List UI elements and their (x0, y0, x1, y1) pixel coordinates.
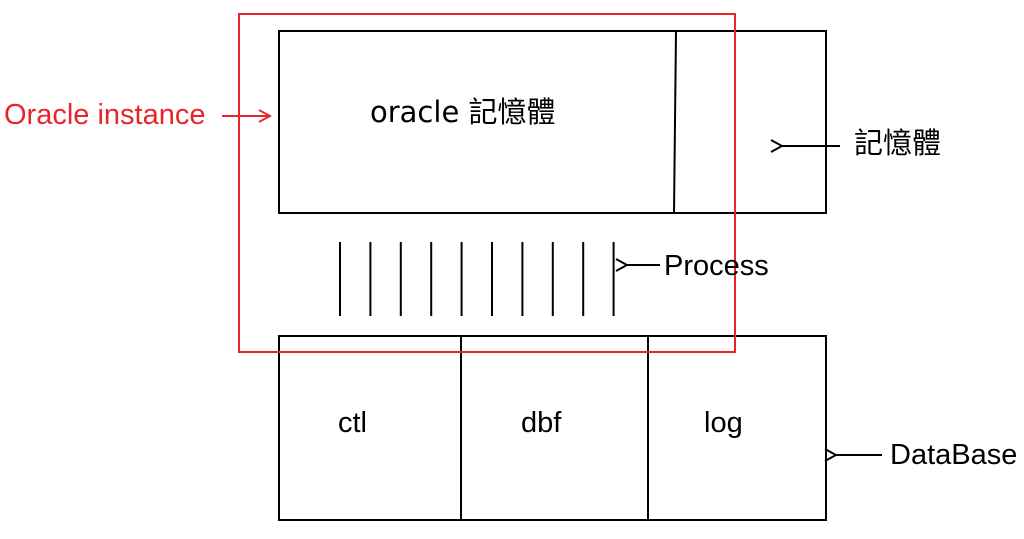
memory-label: 記憶體 (854, 126, 942, 160)
database-label: DataBase (890, 439, 1018, 471)
file-dbf-label: dbf (521, 407, 562, 439)
database-box (278, 335, 827, 521)
oracle-memory-label: oracle 記憶體 (370, 95, 556, 129)
process-lines (339, 242, 615, 316)
file-log-label: log (704, 407, 743, 439)
memory-divider (673, 30, 677, 214)
file-ctl-label: ctl (338, 407, 367, 439)
oracle-instance-label: Oracle instance (4, 99, 206, 131)
process-label: Process (664, 250, 769, 282)
oracle-instance-box (238, 13, 736, 353)
memory-box (278, 30, 827, 214)
